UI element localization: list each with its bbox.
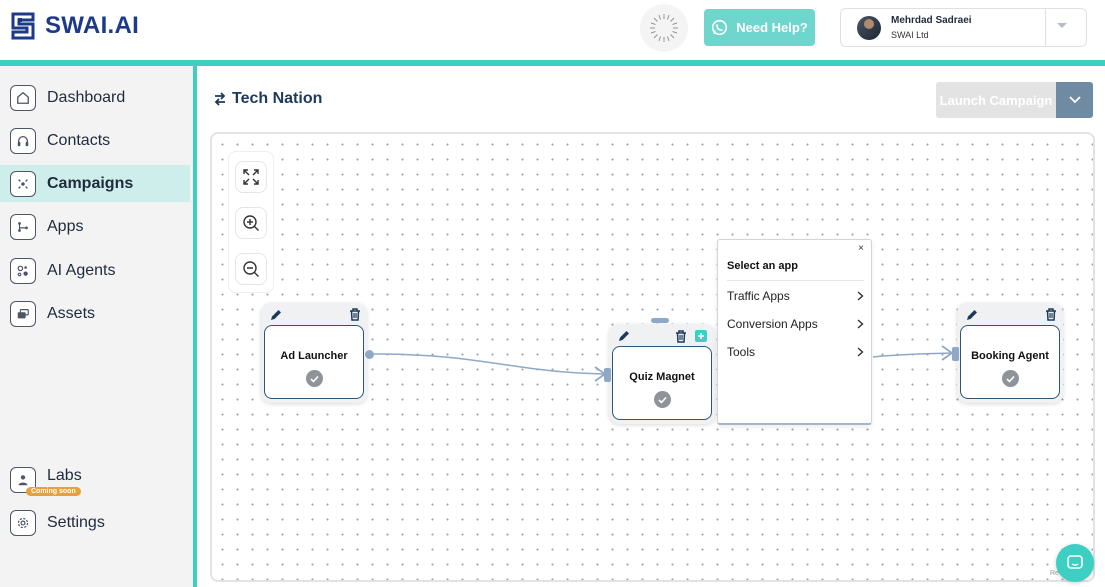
expand-icon [243,169,259,185]
menu-item-tools[interactable]: Tools [727,345,864,359]
sidebar-item-assets[interactable]: Assets [0,295,190,332]
menu-item-conversion-apps[interactable]: Conversion Apps [727,317,864,331]
sidebar-item-label: Dashboard [47,88,126,106]
input-handle[interactable] [604,368,611,382]
loading-spinner-icon [640,4,688,52]
check-icon [1002,370,1019,387]
campaign-name: Tech Nation [232,90,323,107]
close-icon[interactable]: × [858,243,864,254]
flow-node-booking-agent[interactable]: Booking Agent [952,303,1063,403]
need-help-button[interactable]: Need Help? [704,9,815,46]
node-body: Ad Launcher [264,325,364,399]
pencil-icon[interactable] [965,308,979,322]
sidebar-item-dashboard[interactable]: Dashboard [0,79,190,116]
campaign-icon [10,170,36,197]
flow-icon [214,92,226,106]
sidebar-item-label: Contacts [47,131,111,149]
gear-icon [10,509,36,536]
ai-agents-icon [10,257,36,284]
menu-item-traffic-apps[interactable]: Traffic Apps [727,289,864,303]
brand-logo[interactable]: SWAI.AI [11,12,139,40]
page-title: Tech Nation [213,90,322,108]
edge-ad-launcher-to-quiz-magnet [373,353,605,375]
node-body: Booking Agent [960,325,1060,399]
zoom-out-button[interactable] [235,253,267,285]
node-title: Booking Agent [971,350,1049,362]
sidebar-divider [193,66,197,587]
popup-divider [727,280,864,281]
zoom-in-button[interactable] [235,207,267,239]
sidebar-item-label: Settings [47,513,105,531]
popup-title: Select an app [727,260,798,272]
node-title: Quiz Magnet [629,371,695,383]
node-title: Ad Launcher [280,350,348,362]
menu-item-label: Tools [727,345,756,359]
apps-icon [10,213,36,240]
sidebar-item-campaigns[interactable]: Campaigns [0,165,190,202]
add-node-icon[interactable] [695,330,707,342]
sidebar-item-ai-agents[interactable]: AI Agents [0,252,190,289]
chevron-down-icon[interactable] [1057,23,1067,28]
check-icon [306,370,323,387]
sidebar-item-label: AI Agents [47,261,116,279]
sidebar-item-label: Campaigns [47,174,134,192]
chevron-right-icon [857,291,864,301]
user-menu-divider [1045,9,1046,46]
user-name: Mehrdad Sadraei [891,15,972,26]
coming-soon-badge: Coming soon [26,487,81,496]
node-drag-handle[interactable] [651,318,669,323]
flow-node-ad-launcher[interactable]: Ad Launcher [261,303,374,403]
pencil-icon[interactable] [269,308,283,322]
footer-text: Re [1050,570,1059,577]
launch-options-button[interactable] [1056,82,1093,118]
flow-node-quiz-magnet[interactable]: Quiz Magnet [604,318,715,424]
home-icon [10,84,36,111]
main-content: Tech Nation Launch Campaign [197,66,1105,587]
sidebar-item-contacts[interactable]: Contacts [0,122,190,159]
sidebar-item-settings[interactable]: Settings [0,504,190,541]
chat-support-button[interactable] [1056,544,1094,582]
sidebar-item-label: Apps [47,217,84,235]
output-handle[interactable] [365,350,374,359]
brand-name: SWAI.AI [45,12,140,39]
trash-icon[interactable] [1045,308,1057,321]
zoom-in-icon [243,215,259,231]
swai-logo-icon [11,12,35,40]
launch-campaign-button[interactable]: Launch Campaign [936,82,1056,118]
trash-icon[interactable] [349,308,361,321]
top-header: SWAI.AI Need Help? Mehrdad Sadraei [0,0,1105,60]
user-menu[interactable]: Mehrdad Sadraei SWAI Ltd [840,8,1087,47]
need-help-label: Need Help? [736,20,808,35]
sidebar-item-label: Labs [47,467,82,484]
launch-campaign-group: Launch Campaign [936,82,1093,118]
menu-item-label: Conversion Apps [727,317,818,331]
input-handle[interactable] [952,347,959,361]
user-org: SWAI Ltd [891,30,929,40]
chevron-right-icon [857,319,864,329]
assets-icon [10,300,36,327]
edge-popup-to-booking-agent [872,352,953,358]
zoom-controls [228,151,274,293]
whatsapp-icon [712,19,728,36]
header-accent-bar [0,60,1105,66]
headset-icon [10,127,36,154]
zoom-out-icon [243,261,259,277]
node-body: Quiz Magnet [612,346,712,420]
chevron-down-icon [1068,96,1081,104]
trash-icon[interactable] [675,330,687,343]
sidebar-item-label: Assets [47,304,96,322]
sidebar-item-labs[interactable]: Labs Coming soon [0,461,190,498]
sidebar: Dashboard Contacts Campaigns Apps AI Age… [0,66,193,587]
menu-item-label: Traffic Apps [727,289,790,303]
chevron-right-icon [857,347,864,357]
chat-icon [1067,555,1083,569]
avatar [857,16,881,40]
fit-view-button[interactable] [235,161,267,193]
sidebar-item-apps[interactable]: Apps [0,208,190,245]
select-app-popup: × Select an app Traffic Apps Conversion … [717,239,872,425]
flow-canvas[interactable]: Ad Launcher Quiz Magnet [210,132,1095,582]
pencil-icon[interactable] [617,329,631,343]
check-icon [654,391,671,408]
